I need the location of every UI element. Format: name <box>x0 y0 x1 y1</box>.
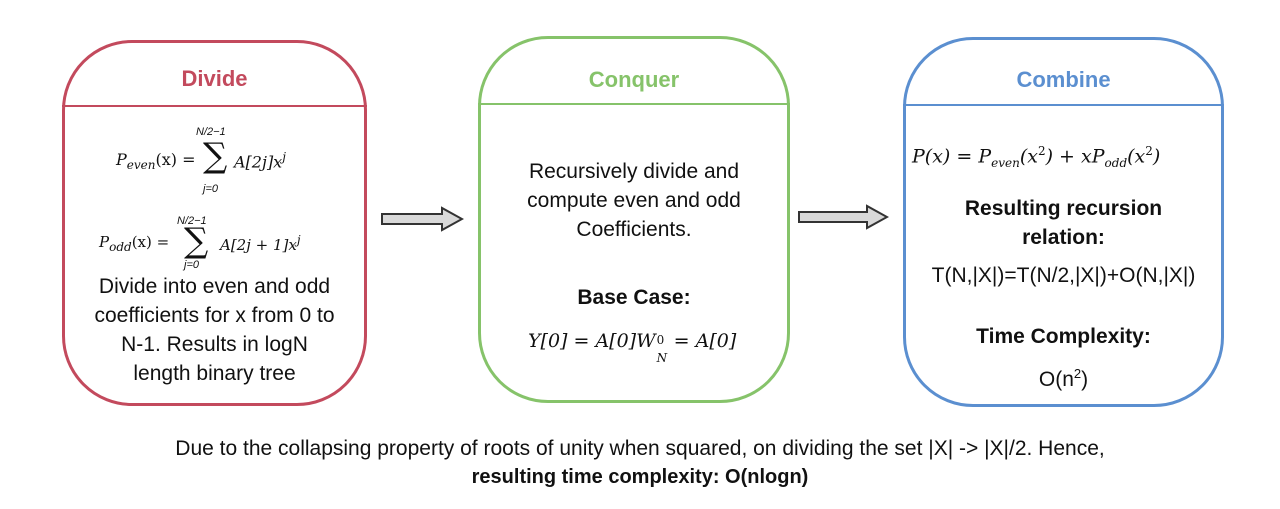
divide-divider <box>62 105 367 107</box>
p-even-lower-limit: j=0 <box>203 183 218 195</box>
p-even-sigma: ∑ <box>203 136 228 176</box>
p-odd-upper-limit: N/2−1 <box>177 215 207 227</box>
caption-line-1: Due to the collapsing property of roots … <box>175 437 1105 460</box>
p-even-formula: Peven(x) = <box>116 150 196 173</box>
base-case-label: Base Case: <box>577 286 691 309</box>
p-even-term: A[2j]xj <box>234 150 286 172</box>
p-even-upper-limit: N/2−1 <box>196 126 226 138</box>
time-complexity-label: Time Complexity: <box>976 325 1151 348</box>
conquer-divider <box>478 103 790 105</box>
combine-box: Combine <box>903 37 1224 407</box>
p-odd-sigma: ∑ <box>184 221 209 261</box>
p-odd-lower-limit: j=0 <box>184 259 199 271</box>
combine-formula: P(x) = Peven(x2) + xPodd(x2) <box>912 144 1161 171</box>
conquer-box: Conquer <box>478 36 790 403</box>
recursion-relation-value: T(N,|X|)=T(N/2,|X|)+O(N,|X|) <box>931 264 1196 287</box>
divide-title: Divide <box>181 66 248 91</box>
time-complexity-value: O(n2) <box>1038 366 1089 391</box>
caption-line-2: resulting time complexity: O(nlogn) <box>471 466 809 488</box>
combine-divider <box>903 104 1224 106</box>
p-odd-formula: Podd(x) = <box>99 233 170 254</box>
p-odd-term: A[2j + 1]xj <box>220 233 301 254</box>
right-arrow-icon <box>798 204 889 230</box>
right-arrow-icon <box>381 206 464 232</box>
divide-description: Divide into even and odd coefficients fo… <box>94 275 335 385</box>
recursion-relation-label: Resulting recursion relation: <box>964 197 1163 249</box>
conquer-title: Conquer <box>588 67 680 92</box>
divide-box: Divide <box>62 40 367 406</box>
conquer-description: Recursively divide and compute even and … <box>527 160 741 241</box>
combine-title: Combine <box>1016 67 1111 92</box>
